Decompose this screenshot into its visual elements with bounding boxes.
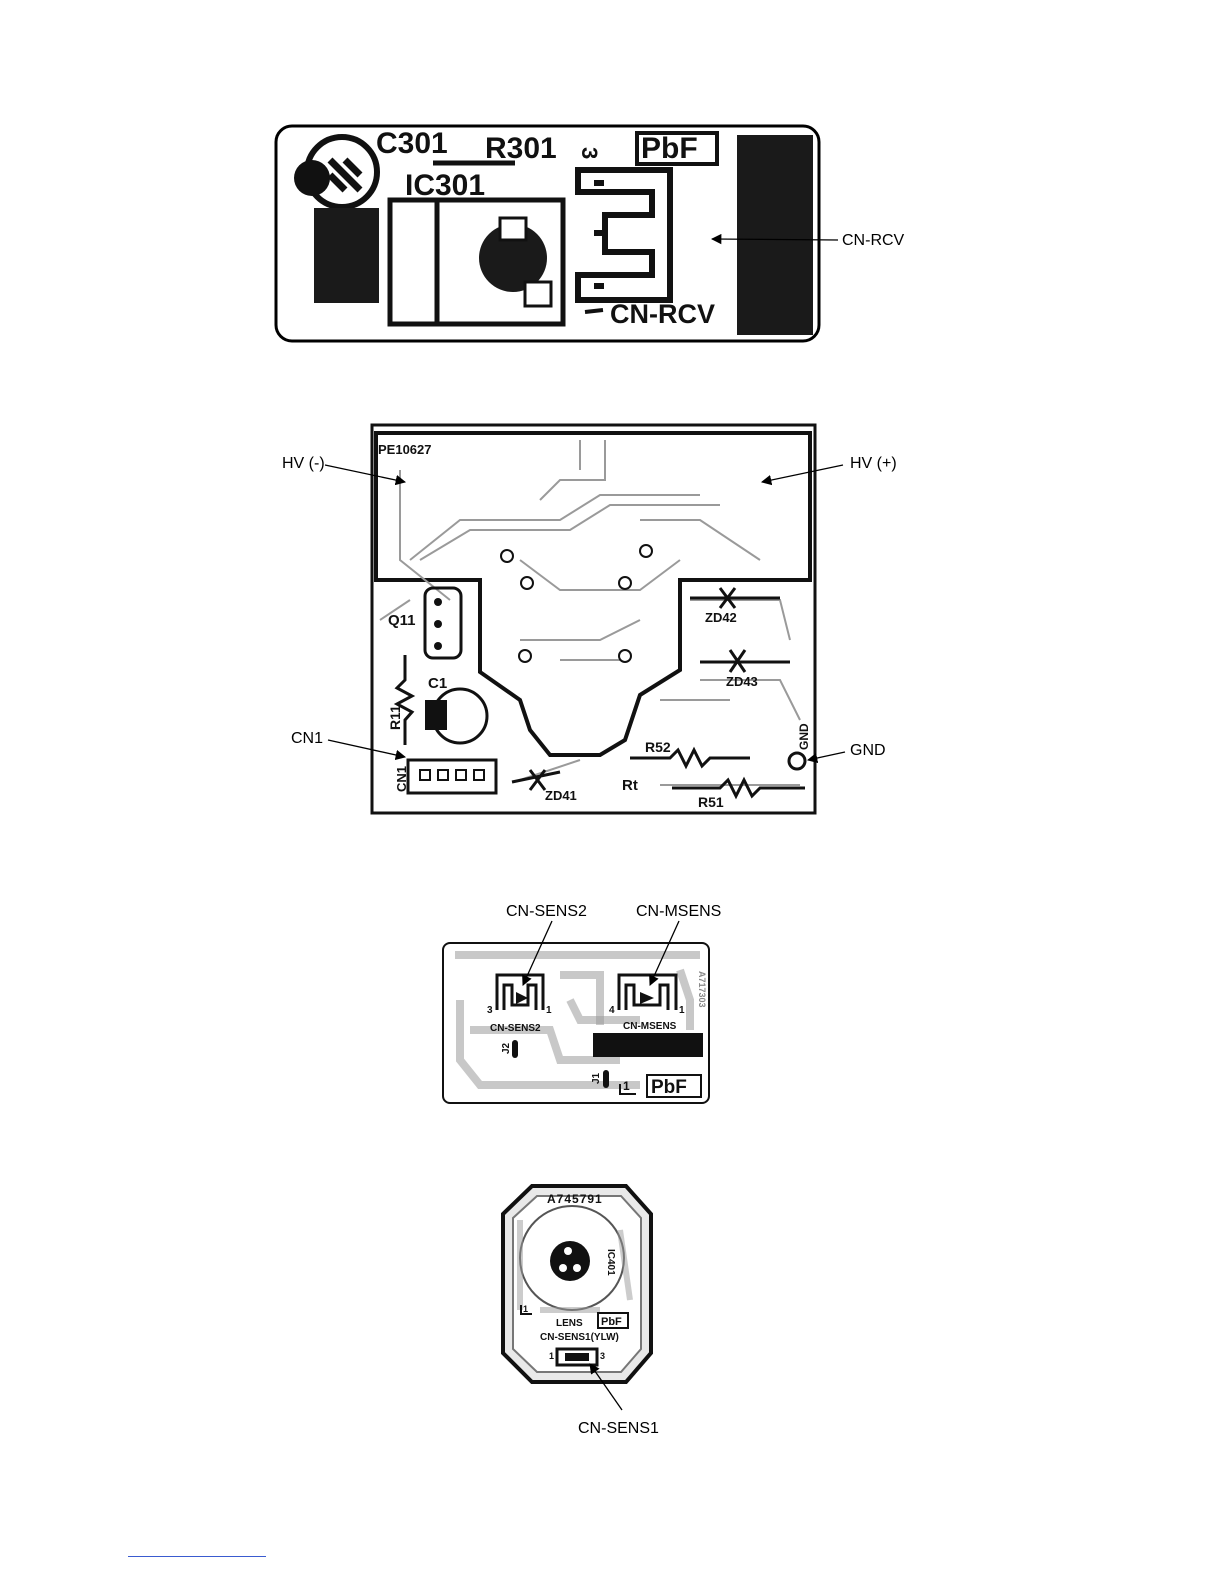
hv-label-r52: R52 (645, 739, 671, 755)
receiver-label-r301: R301 (485, 132, 557, 165)
gnd-terminal (789, 753, 805, 769)
lens-label-pin3: 3 (600, 1351, 605, 1361)
ic401-pin-c (573, 1264, 581, 1272)
hv-label-c1: C1 (428, 675, 447, 692)
hv-callout-plus: HV (+) (850, 455, 897, 472)
c1-polarity-pad (425, 700, 447, 730)
receiver-callout-cn-rcv: CN-RCV (842, 232, 905, 249)
hv-callout-cn1: CN1 (291, 730, 323, 747)
hv-board: PE10627 Q11 C1 R11 ZD41 ZD42 ZD43 R52 R5… (282, 425, 897, 813)
sensor-label-j2: J2 (501, 1042, 512, 1054)
sensor-callout-cn-sens2: CN-SENS2 (506, 903, 587, 920)
hv-label-cn1-silk: CN1 (394, 766, 409, 792)
sensor-label-pin4: 4 (609, 1005, 615, 1016)
receiver-ground-pad (737, 135, 813, 335)
receiver-label-c301: C301 (376, 127, 448, 160)
hv-label-r51: R51 (698, 794, 724, 810)
ic301-pin-b (525, 282, 551, 306)
lens-label-mark: 1 (523, 1304, 528, 1314)
cn-rcv-pin1-dash (585, 310, 603, 312)
c301-pad (294, 160, 330, 196)
footer-rule (128, 1556, 266, 1557)
hv-label-zd41: ZD41 (545, 788, 577, 803)
j2-jumper (512, 1040, 518, 1058)
lens-board: A745791 IC401 LENS PbF CN-SENS1(YLW) 1 3… (503, 1186, 659, 1437)
sensor-label-mark1: 1 (623, 1079, 630, 1093)
cn-rcv-pin2 (594, 230, 604, 236)
cn-sens1-body (565, 1353, 589, 1361)
receiver-label-pbf: PbF (641, 132, 698, 165)
cn-rcv-pin3 (594, 180, 604, 186)
sensor-callout-cn-msens: CN-MSENS (636, 903, 721, 920)
lens-label-pbf: PbF (601, 1316, 622, 1328)
sensor-board: CN-SENS2 CN-MSENS 3 1 4 1 J2 J1 1 PbF A7… (443, 903, 721, 1103)
hv-callout-minus: HV (-) (282, 455, 325, 472)
lens-label-board-id: A745791 (547, 1192, 603, 1206)
sensor-label-cn-sens2: CN-SENS2 (490, 1023, 541, 1034)
receiver-board: C301 R301 IC301 PbF 3 CN-RCV CN-RCV (276, 126, 905, 341)
sensor-label-pin3: 3 (487, 1005, 493, 1016)
lens-label-connector: CN-SENS1(YLW) (540, 1332, 619, 1343)
q11-pin-e (434, 598, 442, 606)
lens-label-pin1: 1 (549, 1351, 554, 1361)
sensor-label-pin1-a: 1 (546, 1005, 552, 1016)
lens-label-lens: LENS (556, 1318, 583, 1329)
hv-label-q11: Q11 (388, 612, 416, 629)
cn-rcv-pin1 (594, 283, 604, 289)
c301-lead-pad (314, 208, 379, 303)
ic401-sensor (550, 1241, 590, 1281)
sensor-label-pbf: PbF (651, 1077, 687, 1098)
lens-callout-cn-sens1: CN-SENS1 (578, 1420, 659, 1437)
sensor-label-pin1-b: 1 (679, 1005, 685, 1016)
hv-callout-gnd: GND (850, 742, 886, 759)
sensor-label-j1: J1 (591, 1072, 602, 1084)
hv-label-rt: Rt (622, 777, 638, 794)
receiver-label-pin3: 3 (577, 147, 602, 159)
receiver-label-ic301: IC301 (405, 169, 485, 202)
sensor-label-cn-msens: CN-MSENS (623, 1021, 677, 1032)
hv-label-zd43: ZD43 (726, 674, 758, 689)
q11-pin-c (434, 620, 442, 628)
ic301-pin-a (500, 218, 526, 240)
lens-label-ic401: IC401 (605, 1249, 616, 1276)
receiver-label-cn-rcv: CN-RCV (610, 299, 715, 329)
sensor-label-board-id: A717303 (697, 971, 707, 1008)
q11-pin-b (434, 642, 442, 650)
j1-jumper (603, 1070, 609, 1088)
hv-label-r11: R11 (387, 705, 403, 730)
hv-label-part-no: PE10627 (378, 442, 432, 457)
ic401-pin-a (564, 1247, 572, 1255)
hv-label-gnd-silk: GND (797, 723, 811, 750)
sensor-black-pad (593, 1033, 703, 1057)
ic401-pin-b (559, 1264, 567, 1272)
hv-label-zd42: ZD42 (705, 610, 737, 625)
